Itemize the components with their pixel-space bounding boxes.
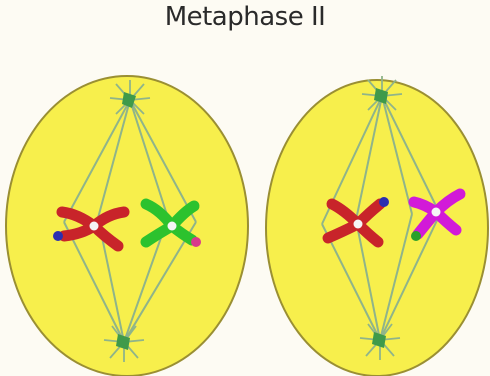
right-magenta-centromere bbox=[432, 208, 441, 217]
right-red-centromere bbox=[354, 220, 363, 229]
left-red-tip bbox=[53, 231, 63, 241]
left-red-centromere bbox=[90, 222, 99, 231]
right-magenta-tip bbox=[411, 231, 421, 241]
right-red-tip bbox=[379, 197, 389, 207]
left-green-centromere bbox=[168, 222, 177, 231]
left-green-tip bbox=[191, 237, 201, 247]
right-cell bbox=[266, 76, 488, 376]
left-cell bbox=[6, 76, 248, 376]
